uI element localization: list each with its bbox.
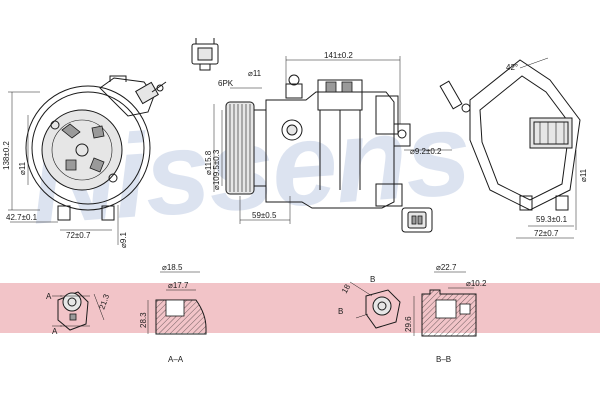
dim-9-2: ⌀9.2±0.2 (410, 147, 442, 156)
detail-b (349, 281, 401, 329)
dim-11-right: ⌀11 (579, 168, 588, 182)
section-b-lower: B (338, 307, 343, 316)
dim-109-5: ⌀109.5±0.3 (212, 149, 221, 190)
dim-18-5: ⌀18.5 (162, 263, 183, 272)
dim-42-7: 42.7±0.1 (6, 213, 38, 222)
section-a-upper: A (46, 292, 52, 301)
dim-141: 141±0.2 (324, 51, 353, 60)
dim-10-2: ⌀10.2 (466, 279, 487, 288)
dim-17-7: ⌀17.7 (168, 281, 189, 290)
dim-59: 59±0.5 (252, 211, 277, 220)
detail-a (52, 291, 105, 331)
dim-9-1: ⌀9.1 (119, 232, 128, 248)
section-aa (147, 271, 207, 335)
side-view (213, 56, 452, 224)
belt-label: 6PK (218, 79, 234, 88)
dim-59-3: 59.3±0.1 (536, 215, 568, 224)
connector-bottom (401, 207, 433, 233)
dim-72-right: 72±0.7 (534, 229, 559, 238)
front-view (8, 75, 167, 245)
pink-band (0, 283, 600, 333)
dim-11-top: ⌀11 (248, 69, 262, 78)
dim-72-left: 72±0.7 (66, 231, 91, 240)
dim-115-8: ⌀115.8 (204, 150, 213, 175)
section-aa-caption: A–A (168, 355, 184, 364)
connector-top (191, 38, 219, 71)
rear-view (439, 57, 581, 239)
dim-138: 138±0.2 (2, 141, 11, 170)
dim-22-7: ⌀22.7 (436, 263, 457, 272)
section-bb-caption: B–B (436, 355, 451, 364)
section-a-lower: A (52, 327, 58, 336)
dim-11-left: ⌀11 (18, 161, 27, 175)
dim-29-6-b: 29.6 (404, 316, 413, 332)
section-b-upper: B (370, 275, 375, 284)
dim-28-3-a: 28.3 (139, 312, 148, 328)
dim-42-deg: 42° (506, 63, 518, 72)
section-bb (413, 271, 477, 337)
